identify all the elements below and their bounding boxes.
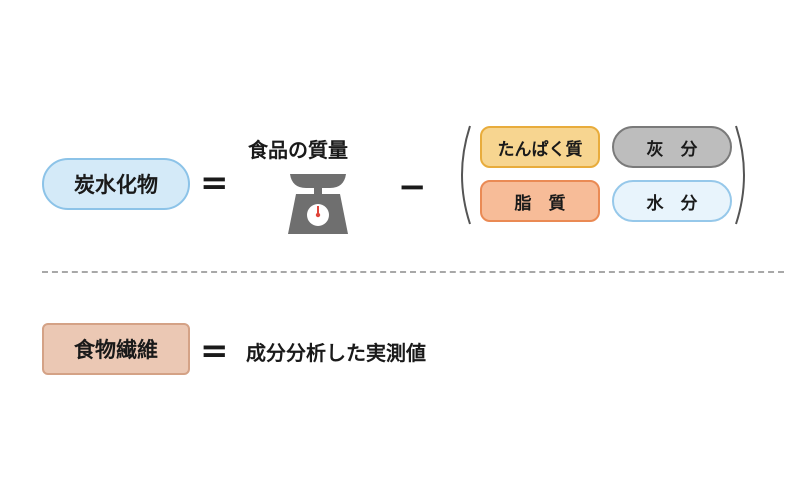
protein-badge: たんぱく質 (480, 126, 600, 168)
ash-badge: 灰 分 (612, 126, 732, 168)
dietary-fiber-label: 食物繊維 (74, 338, 158, 362)
dietary-fiber-badge: 食物繊維 (42, 323, 190, 375)
protein-label: たんぱく質 (497, 139, 583, 160)
water-label: 水 分 (646, 193, 698, 214)
right-parenthesis (735, 125, 745, 225)
fat-badge: 脂 質 (480, 180, 600, 222)
fiber-definition: 成分分析した実測値 (246, 341, 426, 365)
water-badge: 水 分 (612, 180, 732, 222)
carbohydrate-label: 炭水化物 (74, 173, 158, 197)
section-divider (42, 271, 784, 273)
fat-label: 脂 質 (514, 193, 566, 214)
minus-sign: − (398, 167, 427, 207)
equals-sign-2: = (200, 331, 229, 371)
ash-label: 灰 分 (646, 139, 698, 160)
kitchen-scale-icon (288, 174, 348, 234)
food-mass-label: 食品の質量 (248, 138, 348, 162)
left-parenthesis (461, 125, 471, 225)
carbohydrate-badge: 炭水化物 (42, 158, 190, 210)
equals-sign-1: = (200, 163, 229, 203)
